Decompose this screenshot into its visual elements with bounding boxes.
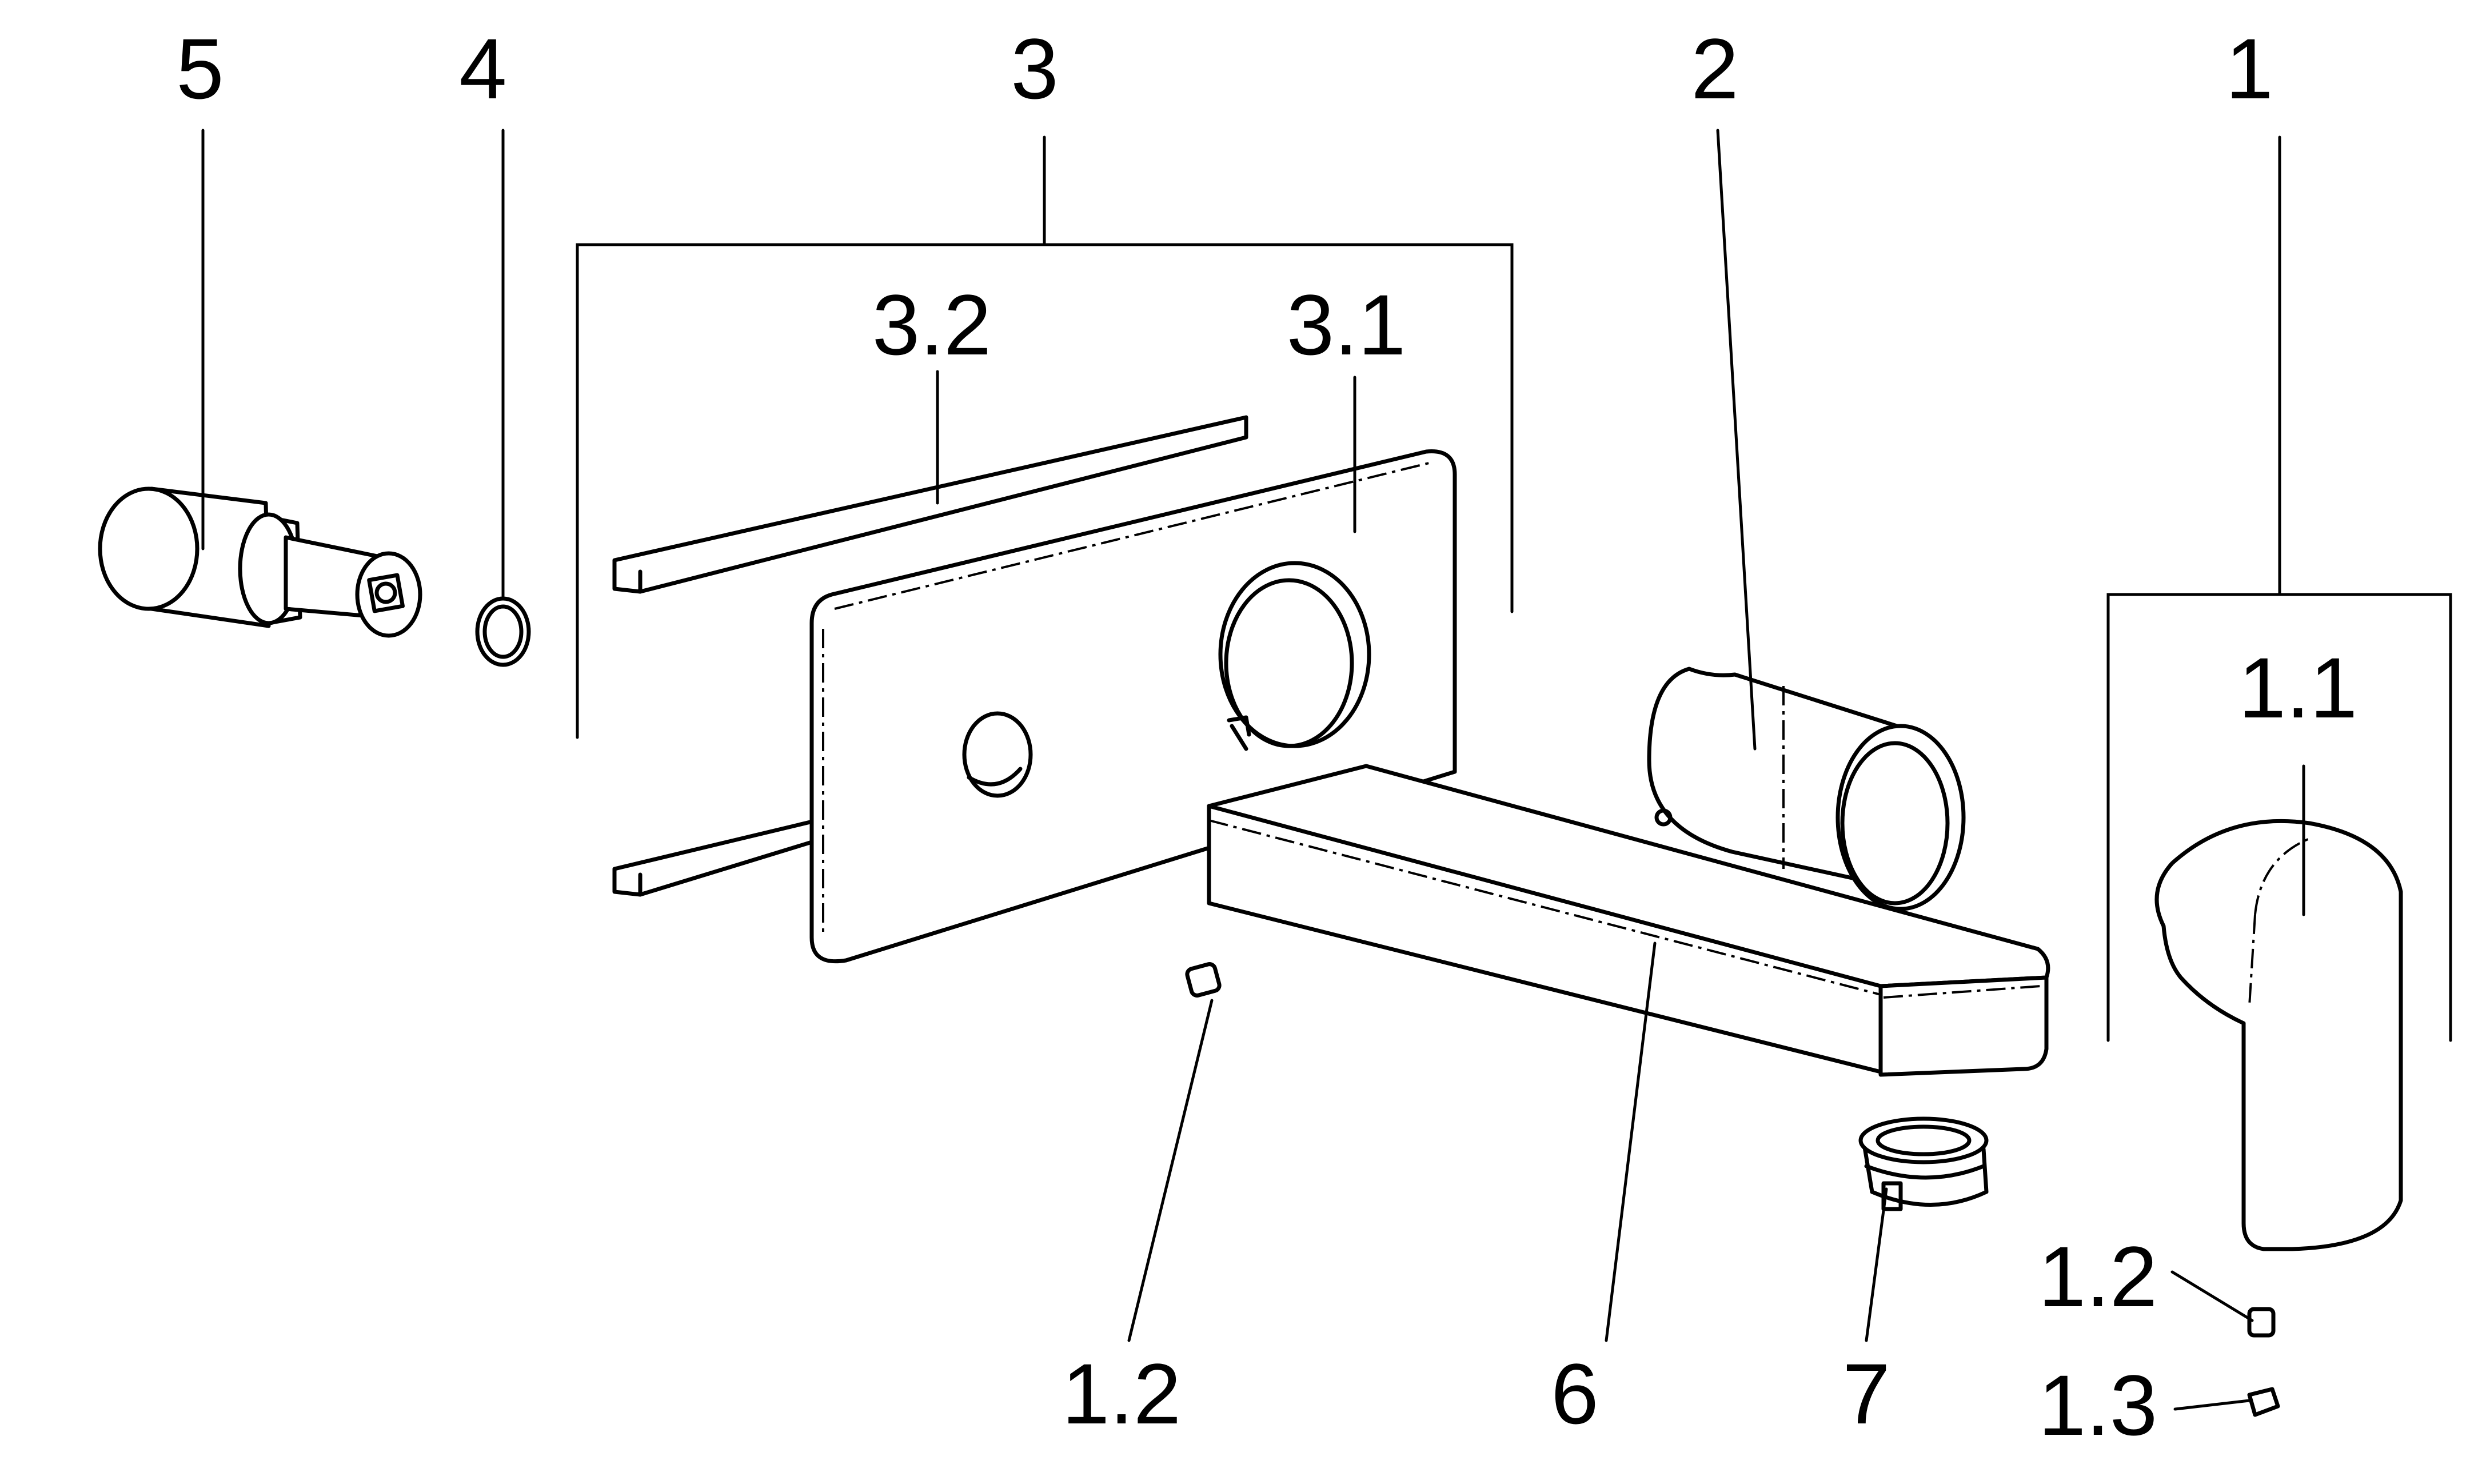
sleeve-part-2 (1647, 667, 1966, 911)
cartridge-part-5 (98, 486, 422, 638)
label-part-4: 4 (459, 21, 506, 117)
o-ring-part-4 (475, 596, 531, 667)
label-part-7: 7 (1842, 1346, 1890, 1442)
spout-part-6 (1207, 764, 2050, 1077)
label-part-3: 3 (1011, 21, 1058, 117)
aerator-part-7 (1858, 1116, 1989, 1211)
leader-lines (201, 129, 2305, 1411)
screw-part-1-2-plate (1185, 962, 1222, 998)
label-part-2: 2 (1691, 21, 1738, 117)
label-part-3-2: 3.2 (872, 277, 992, 373)
label-part-1-3: 1.3 (2038, 1357, 2158, 1453)
screw-part-1-2-handle (2247, 1307, 2276, 1338)
label-part-5: 5 (176, 21, 224, 117)
group-bracket-1 (2106, 135, 2452, 1042)
handle-part-1-1 (2154, 819, 2403, 1251)
label-part-1-2-plate: 1.2 (1062, 1346, 1182, 1442)
cover-plate-part-3-1 (809, 449, 1457, 964)
label-part-1-1: 1.1 (2238, 640, 2358, 736)
part-labels: 5 4 3 2 1 3.2 3.1 1.1 1.2 6 7 1.2 1.3 (176, 21, 2357, 1453)
gasket-strips-part-3-2 (612, 415, 1248, 897)
label-part-1: 1 (2225, 21, 2273, 117)
cap-part-1-3 (2247, 1387, 2280, 1417)
label-part-1-2-handle: 1.2 (2038, 1228, 2158, 1325)
group-bracket-3 (576, 135, 1514, 739)
label-part-3-1: 3.1 (1287, 277, 1406, 373)
label-part-6: 6 (1551, 1346, 1598, 1442)
